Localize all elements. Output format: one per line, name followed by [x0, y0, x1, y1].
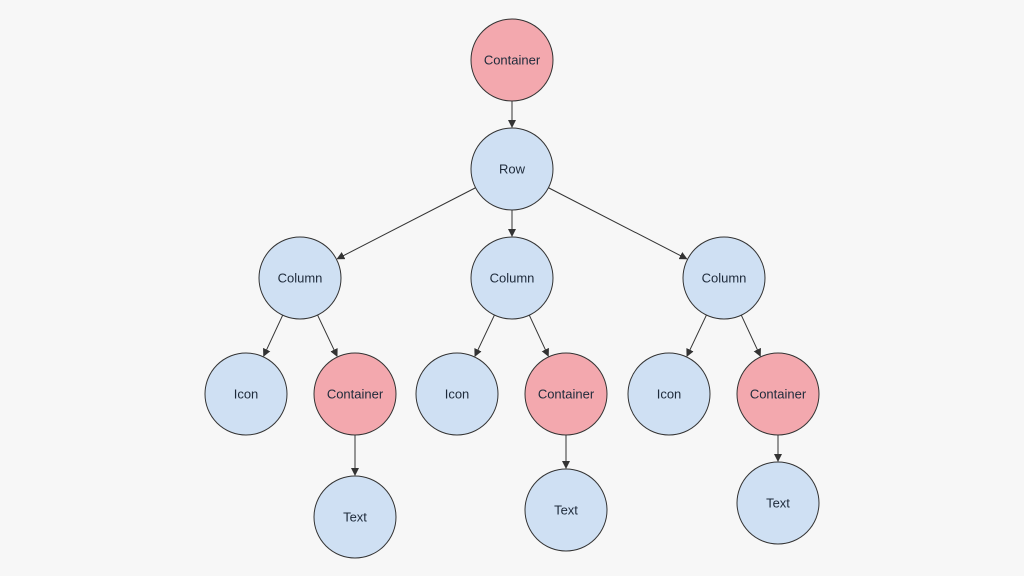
- node-label: Icon: [445, 387, 470, 402]
- node-circle: [470, 127, 554, 211]
- node-row: Row: [470, 127, 554, 211]
- node-circle: [415, 352, 499, 436]
- node-col2: Column: [470, 236, 554, 320]
- edge-col3-to-cont3: [740, 314, 761, 357]
- node-label: Container: [750, 387, 807, 402]
- node-circle: [736, 352, 820, 436]
- edge-col1-to-cont1: [317, 314, 338, 357]
- node-circle: [470, 236, 554, 320]
- node-text3: Text: [736, 461, 820, 545]
- node-circle: [470, 18, 554, 102]
- node-label: Column: [702, 271, 747, 286]
- node-label: Container: [484, 53, 541, 68]
- node-label: Column: [490, 271, 535, 286]
- node-label: Column: [278, 271, 323, 286]
- node-circle: [682, 236, 766, 320]
- node-circle: [204, 352, 288, 436]
- node-label: Row: [499, 162, 526, 177]
- node-root: Container: [470, 18, 554, 102]
- node-cont2: Container: [524, 352, 608, 436]
- node-circle: [313, 475, 397, 559]
- node-label: Text: [766, 496, 790, 511]
- node-label: Container: [327, 387, 384, 402]
- node-cont1: Container: [313, 352, 397, 436]
- node-circle: [313, 352, 397, 436]
- edge-row-to-col3: [548, 187, 688, 260]
- node-label: Text: [554, 503, 578, 518]
- edge-col1-to-icon1: [263, 314, 284, 357]
- node-text1: Text: [313, 475, 397, 559]
- node-cont3: Container: [736, 352, 820, 436]
- node-icon3: Icon: [627, 352, 711, 436]
- node-label: Icon: [657, 387, 682, 402]
- node-circle: [524, 468, 608, 552]
- edges-layer: [263, 101, 782, 476]
- edge-col2-to-cont2: [528, 314, 549, 357]
- node-circle: [524, 352, 608, 436]
- node-circle: [736, 461, 820, 545]
- node-circle: [258, 236, 342, 320]
- node-label: Text: [343, 510, 367, 525]
- node-icon2: Icon: [415, 352, 499, 436]
- edge-col2-to-icon2: [474, 314, 495, 357]
- node-text2: Text: [524, 468, 608, 552]
- node-circle: [627, 352, 711, 436]
- node-label: Icon: [234, 387, 259, 402]
- edge-row-to-col1: [336, 187, 476, 260]
- node-label: Container: [538, 387, 595, 402]
- edge-col3-to-icon3: [686, 314, 707, 357]
- node-icon1: Icon: [204, 352, 288, 436]
- node-col3: Column: [682, 236, 766, 320]
- node-col1: Column: [258, 236, 342, 320]
